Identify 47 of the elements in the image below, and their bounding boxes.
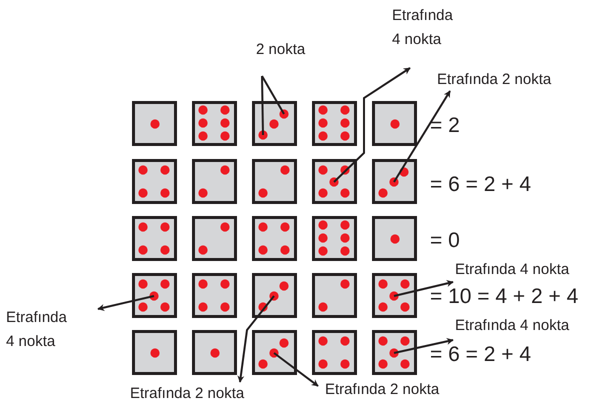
dice-face xyxy=(372,159,417,204)
annotation-text: Etrafında 2 nokta xyxy=(130,382,280,406)
dice-face xyxy=(312,159,357,204)
equation-text: = 6 = 2 + 4 xyxy=(430,173,532,197)
dice-face xyxy=(132,273,177,318)
leader-line xyxy=(261,76,285,114)
dice-face xyxy=(192,216,237,261)
dice-face xyxy=(132,330,177,375)
annotation-text: Etrafında 4 nokta xyxy=(455,314,601,338)
dice-face xyxy=(252,159,297,204)
leader-line xyxy=(261,76,264,136)
dice-face xyxy=(132,101,177,146)
dice-face xyxy=(312,216,357,261)
arrow xyxy=(97,295,154,311)
arrow xyxy=(273,352,319,387)
dice-face xyxy=(192,101,237,146)
dice-face xyxy=(252,330,297,375)
dice-face xyxy=(132,216,177,261)
dice-face xyxy=(132,159,177,204)
dice-face xyxy=(192,273,237,318)
equation-text: = 2 xyxy=(430,114,460,138)
annotation-text: Etrafında 4 nokta xyxy=(455,258,601,282)
annotation-text: Etrafında 4 nokta xyxy=(6,306,72,354)
dice-face xyxy=(252,216,297,261)
annotation-text: 2 nokta xyxy=(256,38,326,62)
arrow xyxy=(333,67,411,183)
dice-face xyxy=(192,330,237,375)
dice-face xyxy=(372,273,417,318)
annotation-text: Etrafında 2 nokta xyxy=(325,378,475,402)
equation-text: = 10 = 4 + 2 + 4 xyxy=(430,285,578,309)
dice-face xyxy=(312,101,357,146)
equation-text: = 0 xyxy=(430,229,460,253)
dice-face xyxy=(372,330,417,375)
annotation-text: Etrafında 2 nokta xyxy=(437,68,597,92)
arrow xyxy=(237,295,275,383)
arrow xyxy=(394,280,454,297)
arrow xyxy=(394,338,454,354)
dice-face xyxy=(252,273,297,318)
dice-face xyxy=(372,216,417,261)
arrow xyxy=(393,90,451,183)
dice-face xyxy=(312,330,357,375)
annotation-text: Etrafında 4 nokta xyxy=(392,4,458,52)
dice-face xyxy=(252,101,297,146)
dice-face xyxy=(372,101,417,146)
equation-text: = 6 = 2 + 4 xyxy=(430,343,532,367)
dice-face xyxy=(192,159,237,204)
dice-face xyxy=(312,273,357,318)
